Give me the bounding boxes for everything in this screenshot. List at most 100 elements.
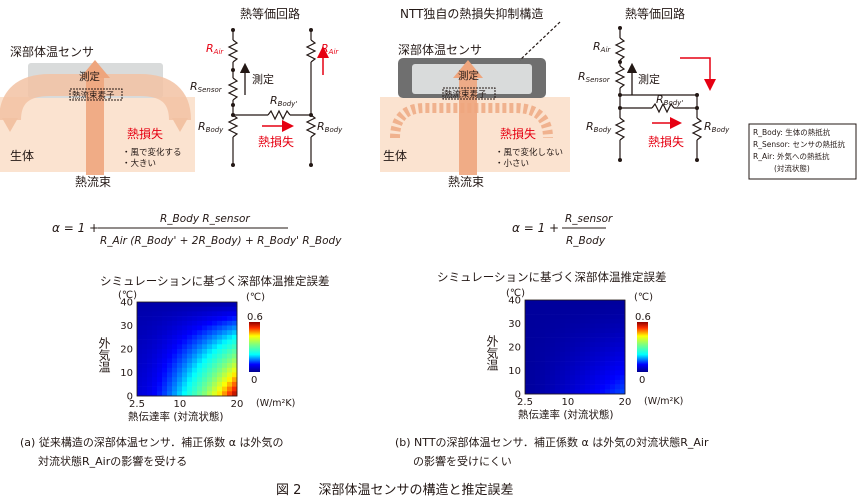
heatmap-cell [595, 365, 601, 371]
heatmap-cell [600, 370, 606, 376]
heatmap-cell [585, 384, 591, 390]
heatmap-cell [545, 384, 551, 390]
heatmap-cell [540, 314, 546, 320]
heatmap-cell [560, 365, 566, 371]
r-sensor-right: RSensor [578, 70, 611, 84]
y-tick-label: 20 [508, 343, 521, 354]
heatmap-cell [535, 323, 541, 329]
heatmap-cell [232, 367, 238, 373]
measure-label-left: 測定 [79, 70, 100, 83]
heatmap-cell [227, 349, 233, 354]
heatmap-cell [525, 347, 531, 352]
heatmap-cell [525, 304, 531, 310]
heatmap-cell [565, 384, 571, 390]
heatmap-cell [152, 334, 158, 340]
heatmap-cell [555, 318, 561, 324]
heatmap-cell [555, 328, 561, 334]
heatmap-cell [147, 334, 153, 340]
heatmap-cell [620, 304, 626, 310]
heatmap-cell [565, 356, 571, 362]
heatmap-cell [565, 323, 571, 329]
heatmap-cell [142, 391, 148, 397]
heatmap-cell [167, 367, 173, 373]
x-tick-label: 20 [619, 397, 632, 408]
cb-unit-right: (℃) [634, 292, 653, 303]
heatmap-cell [202, 372, 208, 378]
heatmap-cell [147, 358, 153, 364]
heat-flux-arrow-right [459, 75, 477, 175]
heatmap-cell [227, 306, 233, 312]
heatmap-cell [197, 334, 203, 340]
heatmap-cell [590, 347, 596, 352]
heatmap-cell [590, 384, 596, 390]
heatmap-cell [202, 320, 208, 326]
heatmap-cell [212, 325, 218, 331]
heatmap-cell [152, 325, 158, 331]
heatmap-cell [605, 318, 611, 324]
heatmap-cell [560, 379, 566, 385]
y-unit-left: (℃) [118, 290, 137, 301]
heatmap-cell [157, 349, 163, 354]
y-tick-label: 40 [120, 298, 133, 309]
heatmap-cell [550, 370, 556, 376]
heatmap-cell [585, 347, 591, 352]
heatmap-cell [227, 381, 233, 387]
heatmap-cell [197, 316, 203, 322]
heatmap-cell [202, 330, 208, 336]
heatmap-cell [227, 386, 233, 392]
heatmap-cell [137, 381, 143, 387]
r-body-right-2: RBody [704, 120, 730, 134]
heatmap-cell [182, 334, 188, 340]
heatmap-cell [202, 306, 208, 312]
heatmap-cell [580, 375, 586, 381]
heatmap-cell [580, 370, 586, 376]
heatmap-cell [202, 349, 208, 354]
heatmap-cell [620, 379, 626, 385]
heatmap-cell [137, 367, 143, 373]
heatmap-cell [555, 361, 561, 367]
heatmap-cell [610, 347, 616, 352]
heatmap-cell [575, 342, 581, 348]
heatmap-cell [162, 381, 168, 387]
heatmap-cell [580, 300, 586, 305]
heatmap-cell [595, 318, 601, 324]
heatmap-cell [540, 332, 546, 338]
heatmap-cell [555, 351, 561, 357]
heatmap-cell [565, 342, 571, 348]
heatmap-cell [172, 377, 178, 383]
ntt-pointer-line [519, 21, 561, 61]
heatmap-cell [580, 328, 586, 334]
heatmap-cell [580, 323, 586, 329]
heatmap-cell [177, 363, 183, 369]
heatmap-cell [585, 375, 591, 381]
heatmap-cell [595, 351, 601, 357]
heatmap-cell [570, 361, 576, 367]
heatmap-cell [555, 379, 561, 385]
heatmap-cell [222, 381, 228, 387]
heatmap-cell [142, 330, 148, 336]
heatmap-cell [152, 381, 158, 387]
heatmap-cell [605, 342, 611, 348]
heatmap-cell [187, 306, 193, 312]
heatmap-cell [162, 358, 168, 364]
formula-right-num: R_sensor [565, 213, 613, 225]
heatmap-cell [172, 344, 178, 350]
heatmap-cell [620, 361, 626, 367]
heatmap-cell [615, 323, 621, 329]
heatmap-cell [545, 351, 551, 357]
heatmap-cell [615, 304, 621, 310]
heatmap-cell [182, 302, 188, 307]
heatmap-cell [232, 320, 238, 326]
heatmap-cell [555, 300, 561, 305]
heatmap-cell [137, 325, 143, 331]
heatmap-cell [580, 384, 586, 390]
heatmap-cell [565, 347, 571, 352]
circuit-title-right: 熱等価回路 [625, 6, 685, 21]
heatmap-cell [550, 337, 556, 343]
heatmap-cell [162, 302, 168, 307]
heatmap-cell [162, 311, 168, 317]
heatmap-cell [530, 332, 536, 338]
heatmap-cell [217, 363, 223, 369]
heatmap-cell [620, 323, 626, 329]
heatmap-cell [177, 325, 183, 331]
